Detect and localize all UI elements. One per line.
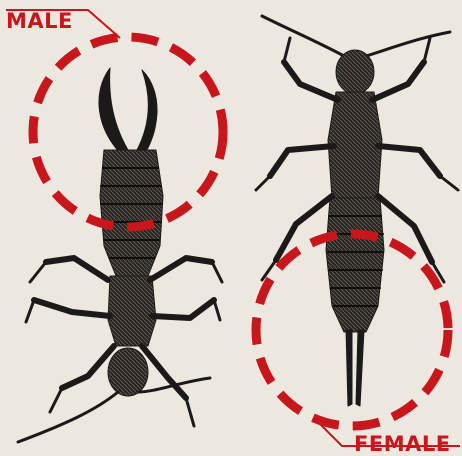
male-forceps-right xyxy=(136,70,157,158)
male-forceps-left xyxy=(99,68,128,155)
male-earwig xyxy=(18,68,222,442)
female-antenna-right xyxy=(366,32,450,56)
female-antenna-left xyxy=(262,16,344,56)
female-forceps-right xyxy=(356,330,364,406)
female-forceps-left xyxy=(346,330,352,406)
female-abdomen xyxy=(326,198,384,332)
male-antenna-left xyxy=(18,392,118,442)
male-thorax xyxy=(108,276,156,346)
male-label: MALE xyxy=(6,9,73,33)
male-head xyxy=(108,348,148,396)
female-label: FEMALE xyxy=(354,432,451,456)
female-earwig xyxy=(256,16,458,406)
female-head xyxy=(336,50,374,94)
